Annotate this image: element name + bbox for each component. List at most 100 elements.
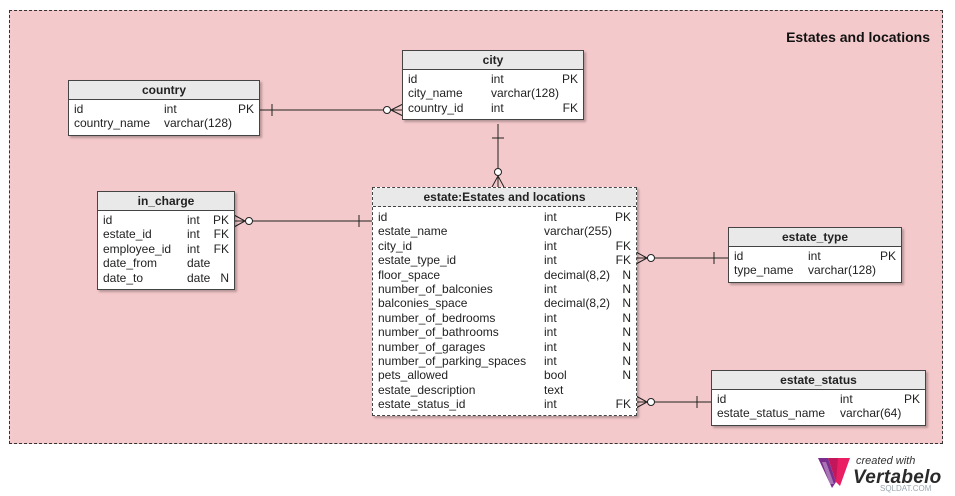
column-cell: id [103,213,113,227]
column-cell: int [544,238,557,253]
column-cell: N [622,368,631,383]
column-cell [612,224,631,238]
column-cell: id [74,102,84,116]
column-cell: id [717,392,727,406]
column-cell: country_name [74,116,151,131]
column-cell: estate_status_name [717,406,826,421]
column-cell: int [187,213,200,227]
column-cell: date [187,256,211,271]
column-row: estate_status_name varchar(64) [717,406,920,420]
column-cell: FK [213,227,229,242]
column-cell: PK [237,102,254,116]
column-cell: FK [615,238,631,253]
column-cell: number_of_parking_spaces [378,353,527,368]
column-row: number_of_garages int N [378,340,631,354]
column-cell: varchar(64) [840,406,902,421]
column-cell: country_id [408,100,464,115]
column-cell: int [544,253,557,268]
column-cell: int [544,397,557,412]
column-cell: FK [615,253,631,268]
column-cell [559,86,578,100]
column-cell: N [622,339,631,354]
column-cell: balconies_space [378,296,468,311]
column-cell: number_of_garages [378,339,486,354]
column-row: id int PK [103,213,229,227]
column-cell: estate_name [378,224,448,239]
column-cell [901,406,920,420]
column-cell: PK [903,392,920,406]
table-title: estate_status [712,371,925,390]
column-cell: int [544,281,557,296]
column-cell: floor_space [378,267,441,282]
column-cell: estate_id [103,227,152,242]
column-cell: N [622,325,631,340]
column-cell: decimal(8,2) [544,296,611,311]
column-cell: id [734,249,744,263]
table-city[interactable]: city id int PK city_name varchar(128) count… [402,50,584,121]
column-cell: estate_description [378,382,476,397]
column-cell: PK [879,249,896,263]
created-with-label: created with [856,455,916,467]
column-row: city_name varchar(128) [408,86,578,100]
column-cell: int [544,210,557,224]
column-cell: int [491,100,504,115]
column-cell: city_name [408,86,463,101]
column-row: estate_id int FK [103,227,229,241]
column-cell: int [187,241,200,256]
column-cell: int [491,72,504,86]
column-cell: bool [544,368,567,383]
column-row: id int PK [717,392,920,406]
table-title: city [403,51,583,70]
column-cell: decimal(8,2) [544,267,611,282]
column-cell [563,383,631,397]
column-row: estate_type_id int FK [378,253,631,267]
column-cell: varchar(128) [164,116,233,131]
column-cell: id [408,72,418,86]
column-cell: number_of_bathrooms [378,325,499,340]
column-cell: text [544,382,564,397]
column-cell: estate_type_id [378,253,457,268]
column-cell [876,263,896,277]
column-cell: employee_id [103,241,172,256]
column-cell: date [187,270,211,285]
column-row: estate_status_id int FK [378,397,631,411]
column-cell: int [187,227,200,242]
column-row: country_id int FK [408,101,578,115]
column-cell: estate_status_id [378,397,466,412]
column-cell: varchar(128) [491,86,560,101]
column-cell: N [622,267,631,282]
column-cell [232,116,254,130]
column-cell: PK [212,213,229,227]
column-cell: FK [562,100,578,115]
column-cell: FK [213,241,229,256]
table-title: in_charge [98,192,234,211]
column-row: employee_id int FK [103,242,229,256]
column-cell: int [544,339,557,354]
table-title: country [69,81,259,100]
column-cell: number_of_bedrooms [378,310,496,325]
column-cell: N [622,281,631,296]
column-cell: city_id [378,238,413,253]
column-cell: FK [615,397,631,412]
column-cell: varchar(128) [808,263,877,278]
column-cell: int [840,392,853,406]
table-estate-status[interactable]: estate_status id int PK estate_status_name… [711,370,926,426]
column-row: id int PK [408,72,578,86]
column-row: country_name varchar(128) [74,116,254,130]
column-cell: PK [561,72,578,86]
